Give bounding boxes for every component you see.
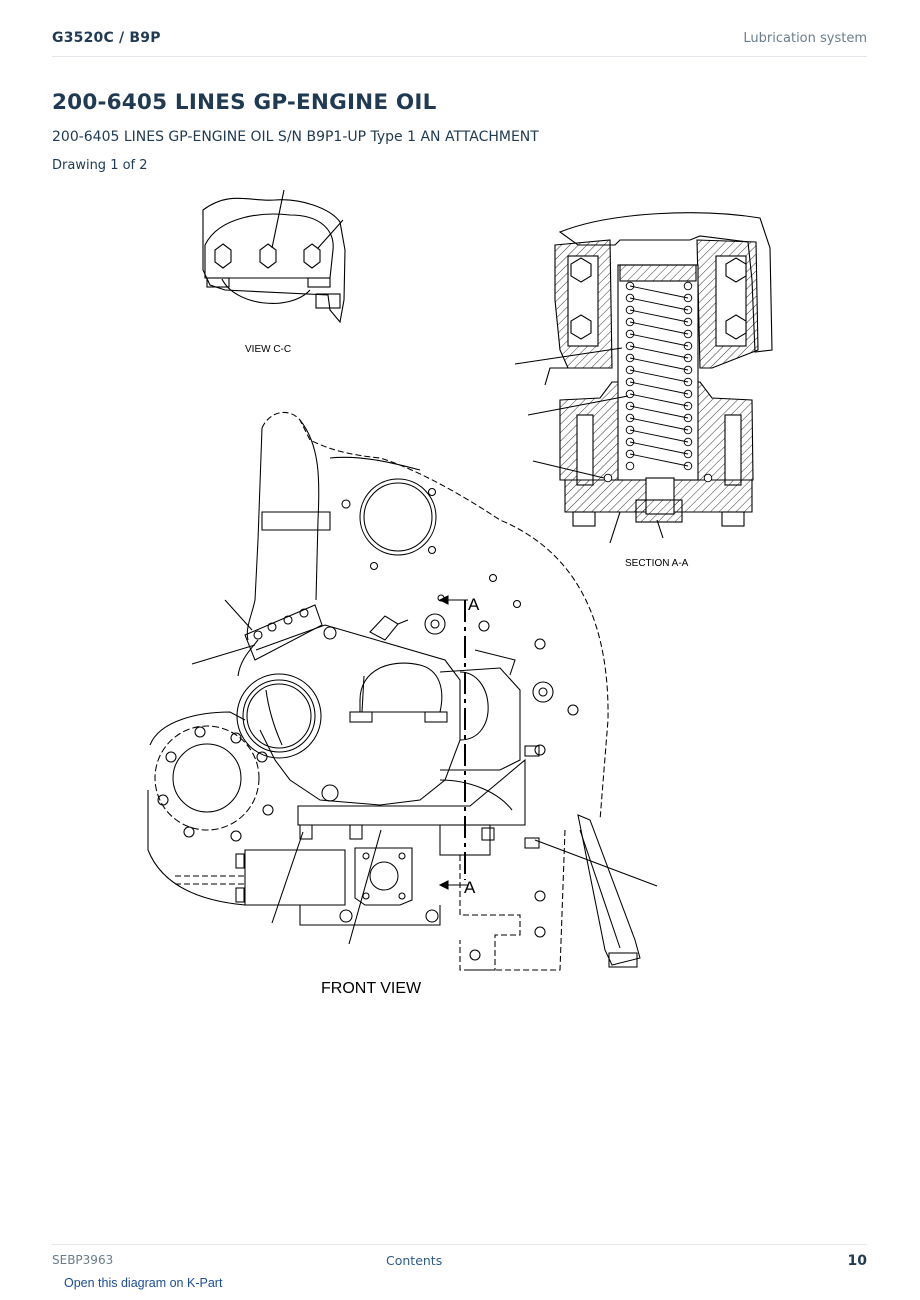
parts-diagram: VIEW C-C [147,189,773,997]
section-marker-top: A [468,595,480,614]
view-cc-label: VIEW C-C [245,344,291,355]
model-title: G3520C / B9P [52,30,161,46]
contents-link[interactable]: Contents [386,1253,443,1268]
view-cc-drawing: VIEW C-C [202,189,346,355]
page-header: G3520C / B9P Lubrication system [52,28,867,57]
section-aa-label: SECTION A-A [625,558,689,569]
section-aa-drawing: SECTION A-A [514,212,773,569]
open-kpart-link[interactable]: Open this diagram on K-Part [64,1276,223,1290]
section-marker-bottom: A [464,878,476,897]
page-number: 10 [847,1253,867,1269]
page-subtitle: 200-6405 LINES GP-ENGINE OIL S/N B9P1-UP… [52,129,539,145]
front-view-label: FRONT VIEW [321,980,422,997]
document-number: SEBP3963 [52,1253,114,1267]
page-footer: SEBP3963 Contents 10 [52,1244,867,1275]
page-title: 200-6405 LINES GP-ENGINE OIL [52,90,437,115]
drawing-count-label: Drawing 1 of 2 [52,158,148,173]
section-name: Lubrication system [743,31,867,46]
front-view-drawing: A A FRONT VIEW [147,411,658,997]
